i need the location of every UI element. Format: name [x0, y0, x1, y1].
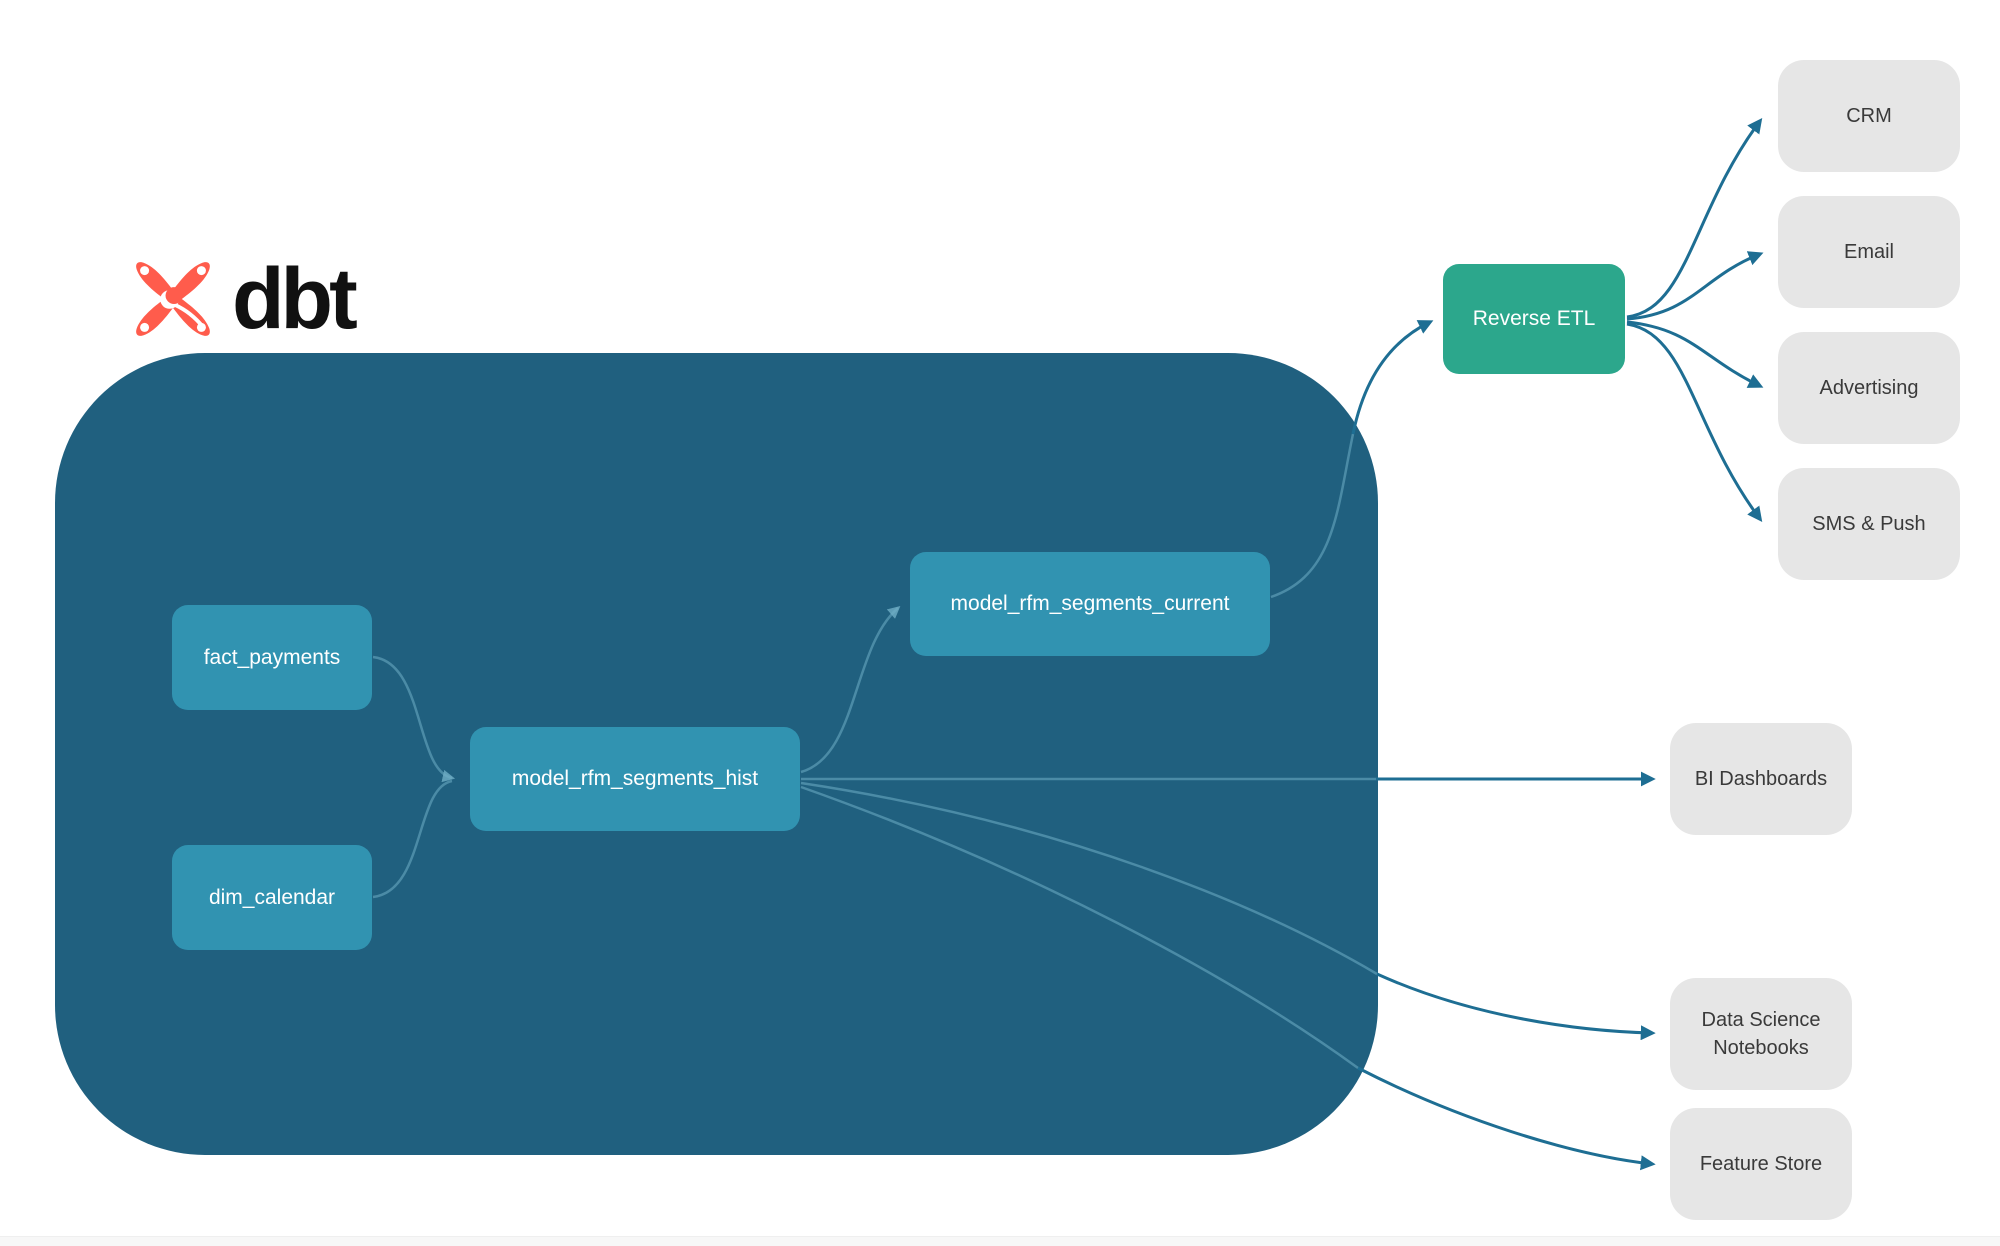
dbt-logo: dbt [124, 250, 358, 348]
node-crm: CRM [1778, 60, 1960, 172]
edge-reverse-etl-to-sms-push [1626, 322, 1763, 523]
node-email: Email [1778, 196, 1960, 308]
dbt-logo-icon [124, 250, 222, 348]
node-feature-store: Feature Store [1670, 1108, 1852, 1220]
node-advertising: Advertising [1778, 332, 1960, 444]
brand-name: dbt [232, 251, 358, 347]
node-model-rfm-segments-current: model_rfm_segments_current [910, 552, 1270, 656]
node-sms-push: SMS & Push [1778, 468, 1960, 580]
edge-hist-to-data-science-notebooks [1376, 972, 1656, 1041]
node-reverse-etl: Reverse ETL [1443, 264, 1625, 374]
node-model-rfm-segments-hist: model_rfm_segments_hist [470, 727, 800, 831]
edge-hist-to-feature-store [1357, 1066, 1656, 1171]
bottom-strip [0, 1236, 2000, 1246]
node-data-science-notebooks: Data Science Notebooks [1670, 978, 1852, 1090]
node-fact-payments: fact_payments [172, 605, 372, 710]
node-dim-calendar: dim_calendar [172, 845, 372, 950]
edge-reverse-etl-to-email [1626, 251, 1764, 321]
edge-reverse-etl-to-crm [1626, 117, 1763, 319]
edge-current-to-reverse-etl [1351, 320, 1434, 435]
node-bi-dashboards: BI Dashboards [1670, 723, 1852, 835]
edge-reverse-etl-to-advertising [1626, 320, 1764, 388]
